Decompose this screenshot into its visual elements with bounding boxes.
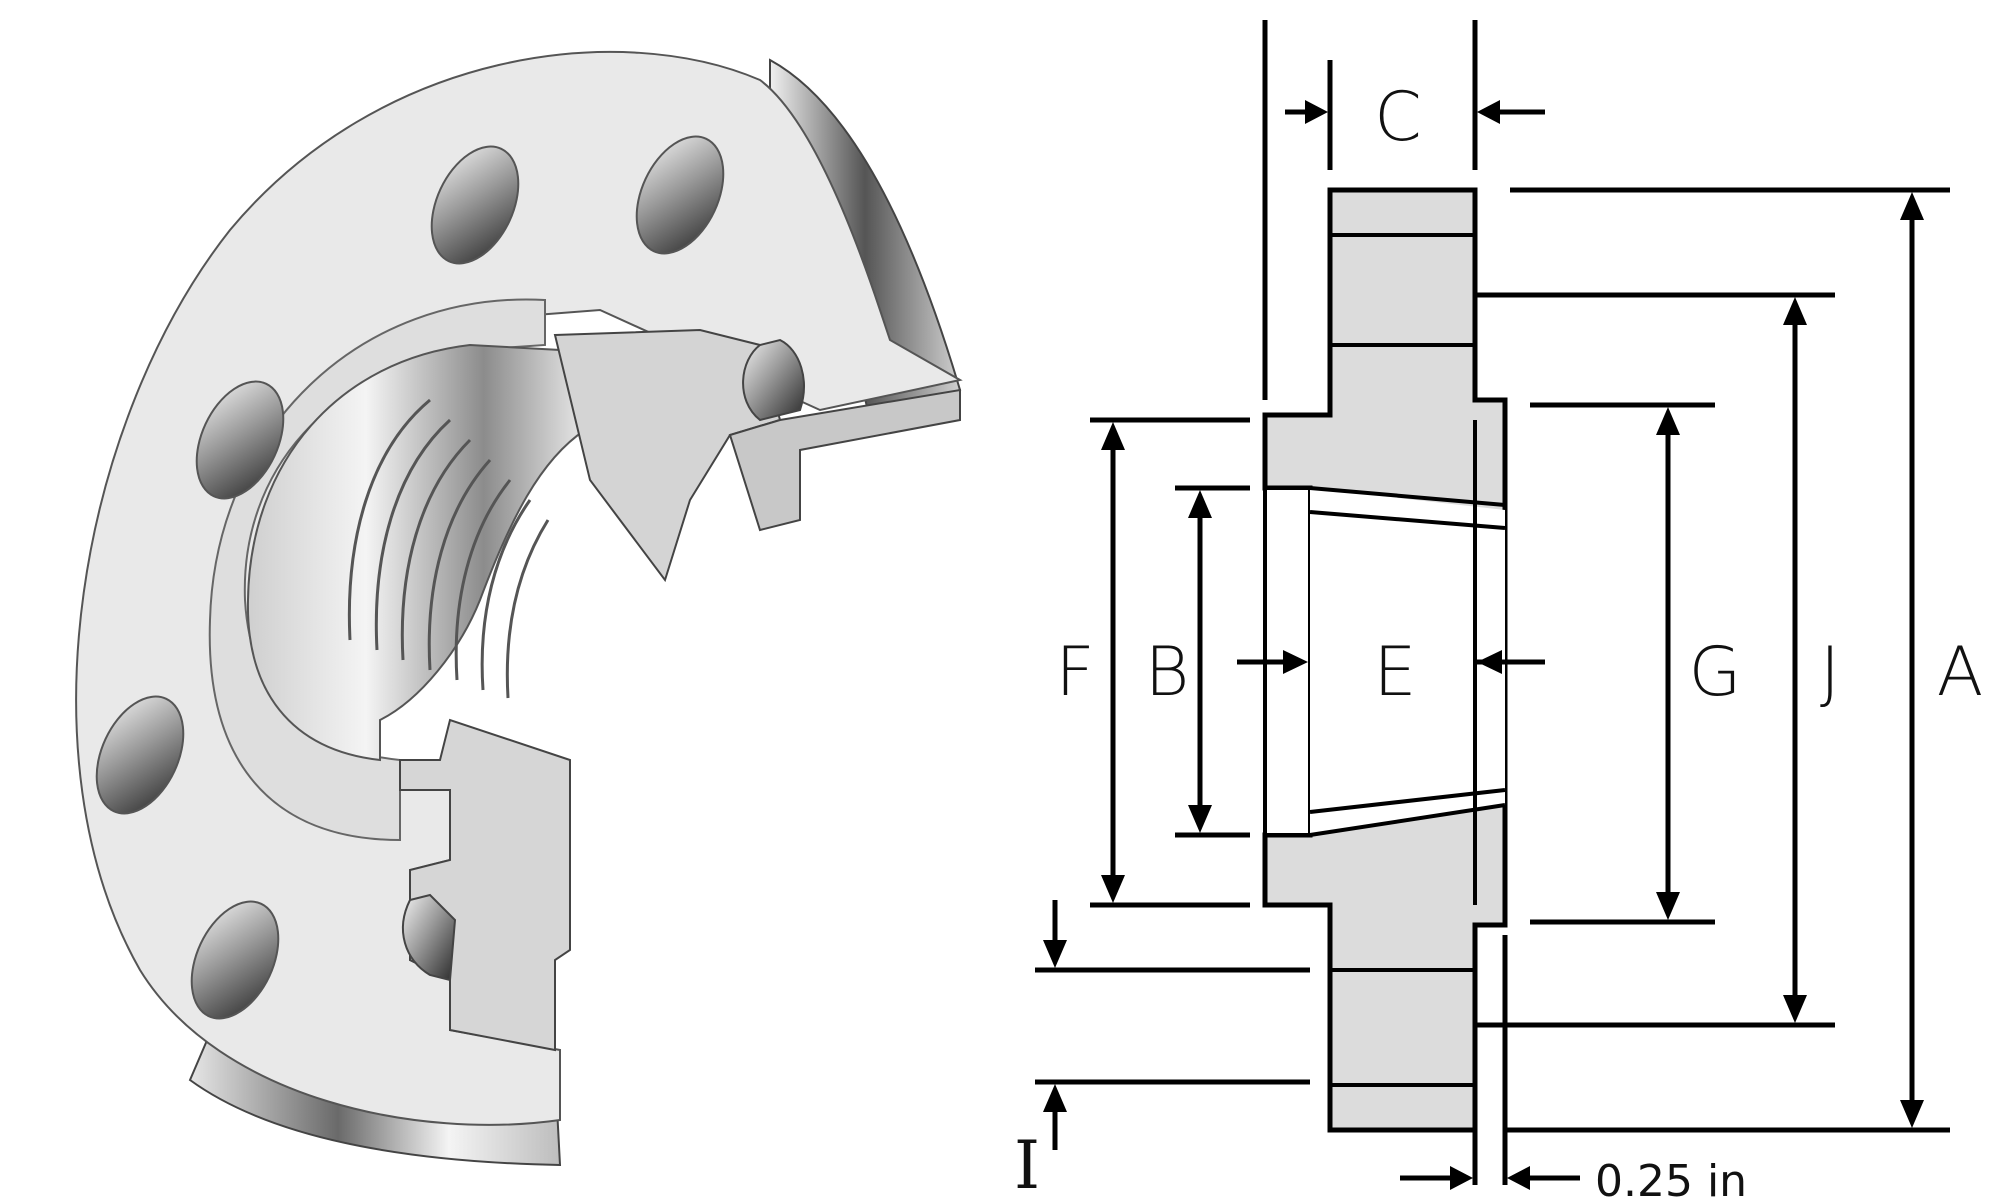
label-note: 0.25 in: [1595, 1156, 1747, 1200]
threaded-bore: [246, 343, 587, 762]
bolt-hole-4: [95, 695, 185, 815]
label-a: A: [1937, 633, 1984, 712]
label-i: I: [1014, 1127, 1040, 1200]
label-c: C: [1374, 78, 1421, 157]
bolt-hole-2: [635, 135, 725, 255]
bolt-hole-1: [430, 145, 520, 265]
bolt-hole-3: [195, 380, 285, 500]
section-cut-upper-step: [728, 388, 961, 532]
dimension-lines: [1035, 20, 1950, 1185]
bolt-hole-cut-upper: [742, 338, 805, 422]
label-g: G: [1689, 633, 1742, 712]
label-b: B: [1145, 633, 1190, 712]
label-j: J: [1820, 633, 1840, 712]
bolt-hole-lines: [1330, 233, 1475, 1087]
section-cut-upper: [553, 328, 782, 583]
arrowheads: [1043, 100, 1924, 1190]
section-tapered-thread: [1310, 488, 1505, 835]
label-f: F: [1055, 633, 1094, 712]
thread-lines: [347, 398, 550, 699]
bolt-hole-5: [190, 900, 280, 1020]
flange-section-view: C F B E G J A I 0.25 in: [1014, 20, 1983, 1200]
bolt-hole-cut-lower: [401, 893, 457, 982]
flange-cutaway-view: [75, 50, 963, 1167]
label-e: E: [1374, 633, 1417, 712]
